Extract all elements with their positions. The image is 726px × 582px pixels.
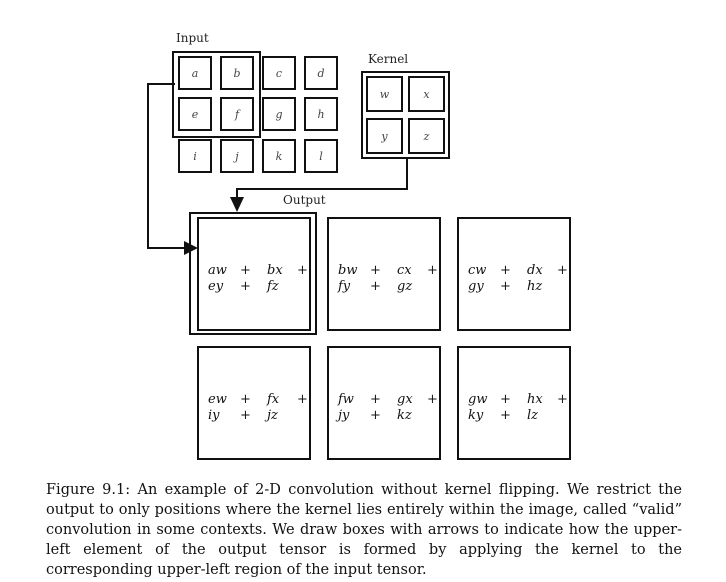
kernel-cell: y [366,118,403,154]
plus-sign: + [240,263,251,278]
plus-sign: + [240,408,251,423]
plus-sign: + [297,263,308,278]
output-term: ew [208,392,227,407]
kernel-arrow-line [236,158,408,198]
input-cell: i [178,139,212,173]
output-term: hz [527,279,543,294]
input-cell: c [262,56,296,90]
plus-sign: + [370,408,381,423]
output-term: cw [468,263,487,278]
output-term: gy [468,279,484,294]
output-term: gw [468,392,488,407]
plus-sign: + [500,263,511,278]
input-cell: e [178,97,212,131]
output-term: lz [527,408,539,423]
output-box: fw + gx + jy + kz [327,346,441,460]
kernel-outline-box [361,71,450,159]
input-arrow-head [184,241,198,255]
input-arrow-line [147,83,186,249]
plus-sign: + [500,392,511,407]
input-cell: d [304,56,338,90]
plus-sign: + [500,408,511,423]
output-term: fw [338,392,354,407]
output-term: bw [338,263,358,278]
input-cell: a [178,56,212,90]
output-term: jy [338,408,350,423]
plus-sign: + [370,279,381,294]
kernel-cell: z [408,118,445,154]
output-box: gw + hx + ky + lz [457,346,571,460]
output-term: fy [338,279,351,294]
output-term: cx [397,263,412,278]
output-highlight-box [189,212,317,335]
output-term: ey [208,279,224,294]
input-cell: h [304,97,338,131]
plus-sign: + [500,279,511,294]
output-term: dx [527,263,543,278]
output-box: bw + cx + fy + gz [327,217,441,331]
input-cell: b [220,56,254,90]
output-term: kz [397,408,412,423]
output-label: Output [283,193,326,207]
output-term: gz [397,279,413,294]
output-term: fx [267,392,280,407]
kernel-arrow-head [230,197,244,212]
plus-sign: + [557,263,568,278]
plus-sign: + [370,263,381,278]
output-term: bx [267,263,283,278]
plus-sign: + [427,392,438,407]
figure-caption: Figure 9.1: An example of 2-D convolutio… [46,482,682,578]
output-box: cw + dx + gy + hz [457,217,571,331]
plus-sign: + [297,392,308,407]
output-term: jz [267,408,278,423]
plus-sign: + [557,392,568,407]
output-term: iy [208,408,220,423]
input-label: Input [176,31,209,45]
plus-sign: + [240,279,251,294]
plus-sign: + [240,392,251,407]
output-term: fz [267,279,279,294]
kernel-cell: x [408,76,445,112]
output-term: gx [397,392,413,407]
kernel-label: Kernel [368,52,409,66]
plus-sign: + [427,263,438,278]
output-term: ky [468,408,484,423]
input-highlight-box [172,51,261,138]
input-cell: f [220,97,254,131]
kernel-cell: w [366,76,403,112]
input-cell: k [262,139,296,173]
input-cell: j [220,139,254,173]
output-term: aw [208,263,227,278]
output-box: aw + bx + ey + fz [197,217,311,331]
output-term: hx [527,392,543,407]
plus-sign: + [370,392,381,407]
input-cell: g [262,97,296,131]
output-box: ew + fx + iy + jz [197,346,311,460]
input-cell: l [304,139,338,173]
